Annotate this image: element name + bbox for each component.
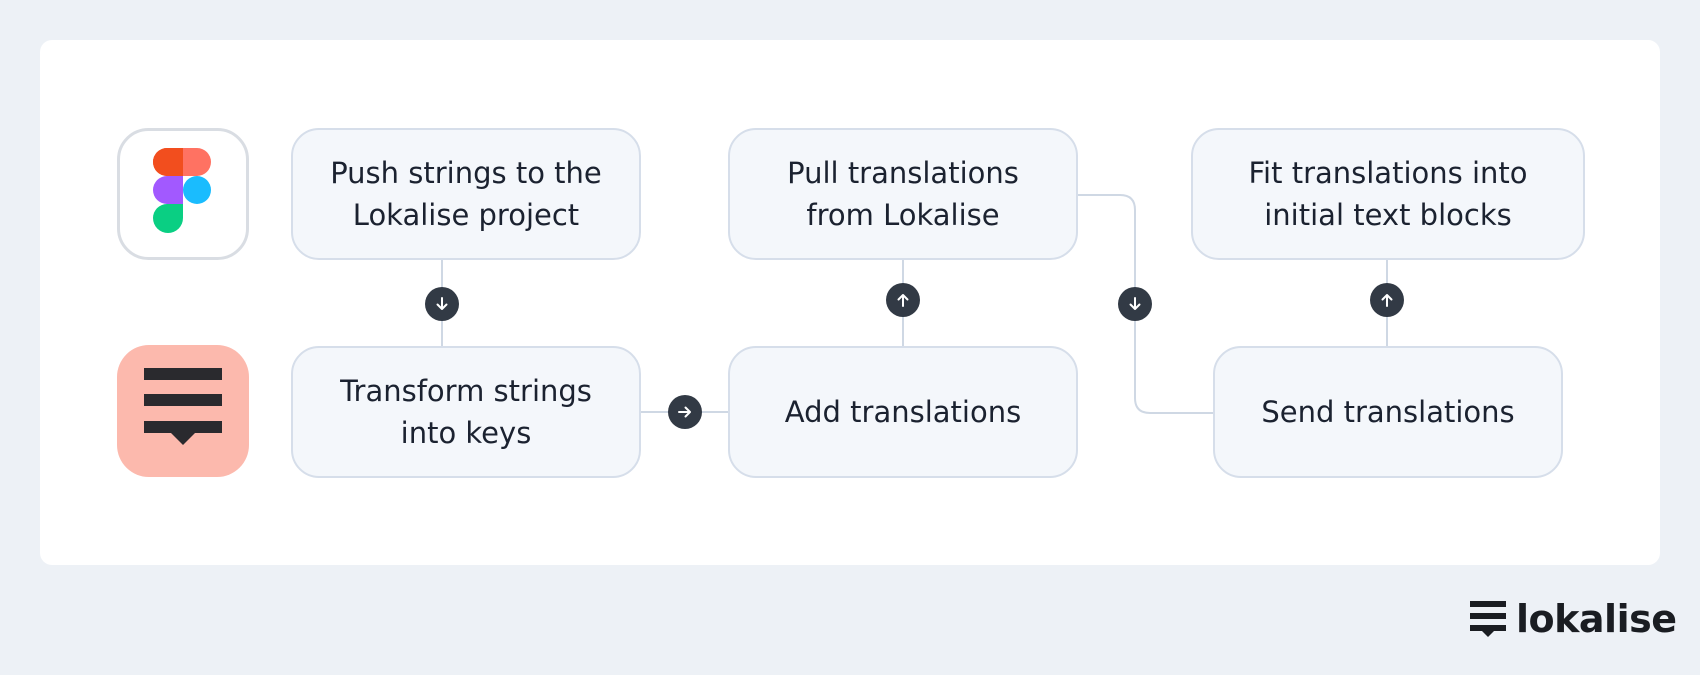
lokalise-app-icon (117, 345, 249, 477)
step-pull-translations: Pull translations from Lokalise (728, 128, 1078, 260)
arrow-down-icon (1118, 287, 1152, 321)
figma-logo-icon (117, 128, 249, 260)
lokalise-logo-icon (1470, 601, 1506, 637)
step-transform-strings: Transform strings into keys (291, 346, 641, 478)
arrow-up-icon (1370, 283, 1404, 317)
step-send-translations: Send translations (1213, 346, 1563, 478)
arrow-down-icon (425, 287, 459, 321)
lokalise-logo: lokalise (1470, 596, 1677, 642)
arrow-right-icon (668, 395, 702, 429)
arrow-up-icon (886, 283, 920, 317)
step-add-translations: Add translations (728, 346, 1078, 478)
step-fit-translations: Fit translations into initial text block… (1191, 128, 1585, 260)
brand-wordmark: lokalise (1516, 597, 1677, 641)
step-push-strings: Push strings to the Lokalise project (291, 128, 641, 260)
